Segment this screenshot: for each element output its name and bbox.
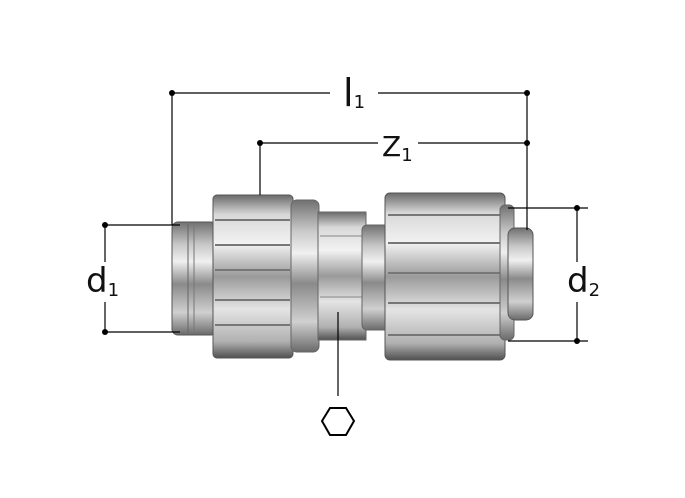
dimension-lines (104, 92, 588, 396)
marking-ring (290, 199, 320, 353)
dimension-label-l1: l1 (343, 71, 365, 115)
compression-fitting (171, 192, 534, 361)
dimension-label-d2: d2 (567, 261, 600, 301)
right-pipe-end (507, 227, 534, 321)
dimension-label-z1: Z1 (382, 130, 413, 166)
dimension-dots (102, 90, 580, 344)
body-hex (317, 211, 367, 341)
hexagon-icon (320, 407, 356, 436)
dimension-label-d1: d1 (86, 261, 119, 301)
